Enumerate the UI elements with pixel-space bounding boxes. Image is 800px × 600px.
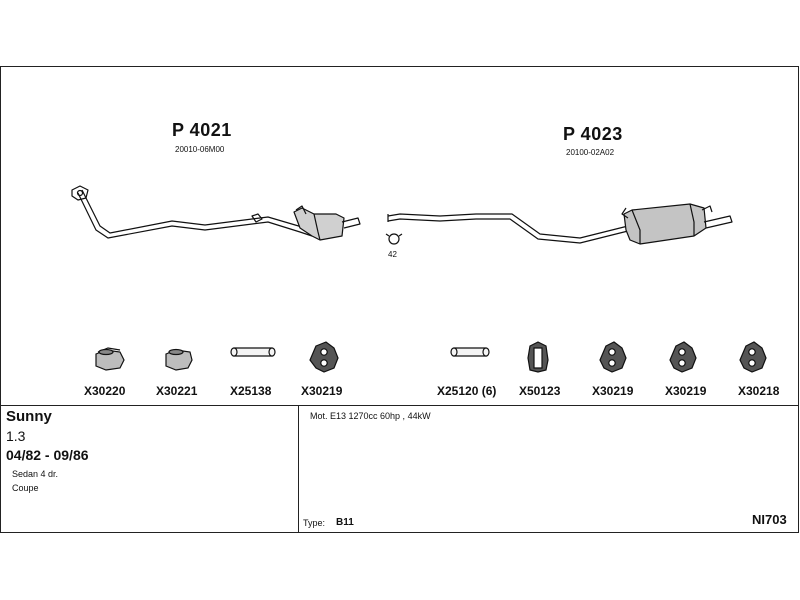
rubber-hanger-icon xyxy=(599,341,627,373)
component-label: X30219 xyxy=(301,384,343,398)
production-period: 04/82 - 09/86 xyxy=(6,447,89,463)
body-type: Coupe xyxy=(12,483,39,493)
component-label: X50123 xyxy=(519,384,561,398)
rubber-ring-icon xyxy=(527,341,549,373)
clamp-label: 42 xyxy=(388,250,397,259)
component-label: X25120 (6) xyxy=(437,384,497,398)
rubber-mount-icon xyxy=(165,348,193,371)
front-pipe-icon xyxy=(71,185,361,241)
front-pipe-title: P 4021 xyxy=(172,120,232,140)
rubber-hanger-icon xyxy=(669,341,697,373)
vehicle-model: Sunny xyxy=(6,408,52,425)
motor-spec: Mot. E13 1270cc 60hp , 44kW xyxy=(310,411,431,421)
component-label: X30219 xyxy=(665,384,707,398)
body-type: Sedan 4 dr. xyxy=(12,469,59,479)
column-divider xyxy=(298,405,299,533)
rear-silencer-title: P 4023 xyxy=(563,124,623,144)
component-label: X30218 xyxy=(738,384,780,398)
rubber-hanger-icon xyxy=(309,341,339,373)
engine-size: 1.3 xyxy=(6,428,26,444)
type-value: B11 xyxy=(336,517,354,528)
component-label: X30220 xyxy=(84,384,126,398)
rubber-hanger-icon xyxy=(739,341,767,373)
pipe-sleeve-icon xyxy=(450,347,490,357)
component-label: X25138 xyxy=(230,384,272,398)
type-label: Type: xyxy=(303,518,326,528)
rear-silencer-code: 20100-02A02 xyxy=(566,148,615,157)
rubber-mount-icon xyxy=(95,347,125,371)
diagram-sheet xyxy=(0,66,799,533)
rear-silencer-icon xyxy=(387,203,733,245)
system-code: NI703 xyxy=(752,512,787,527)
component-label: X30221 xyxy=(156,384,198,398)
clamp-icon xyxy=(385,233,403,245)
component-label: X30219 xyxy=(592,384,634,398)
pipe-sleeve-icon xyxy=(230,347,276,357)
front-pipe-code: 20010-06M00 xyxy=(175,145,225,154)
table-divider xyxy=(1,405,798,406)
